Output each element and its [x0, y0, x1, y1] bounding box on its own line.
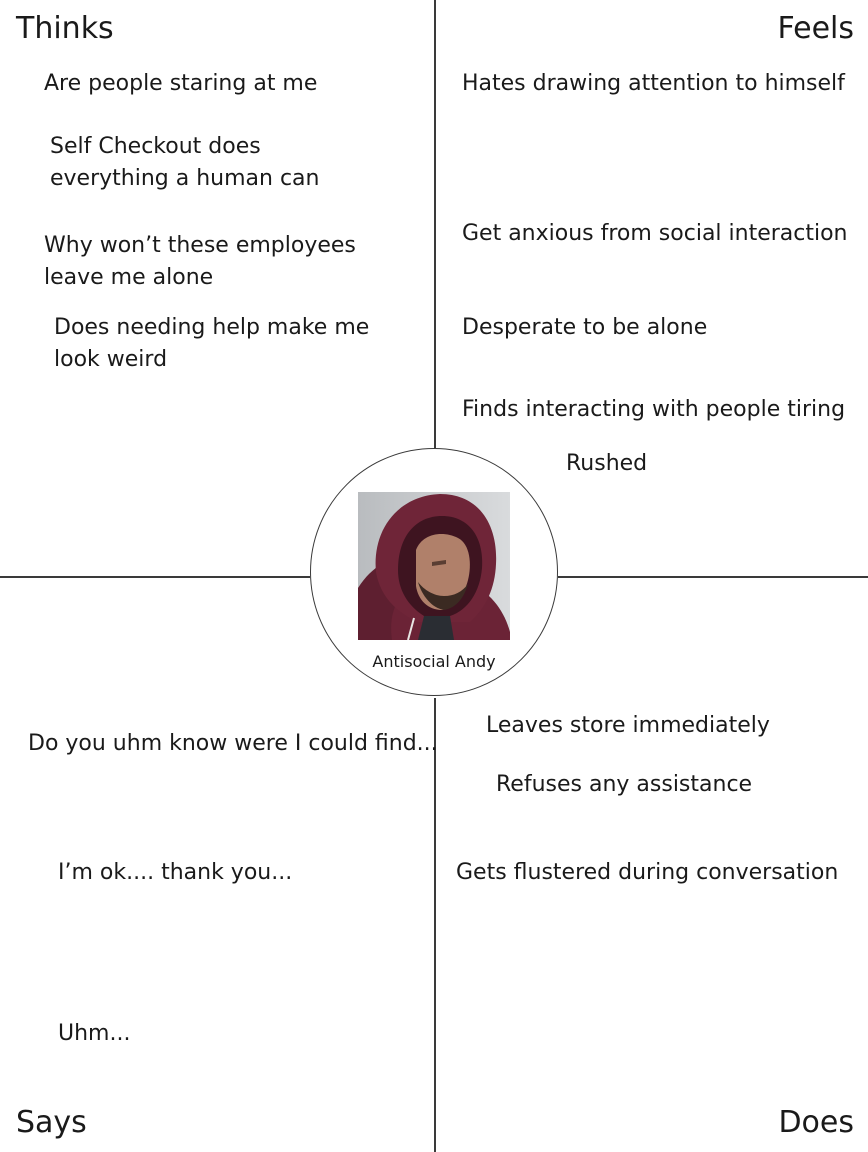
- quadrant-title-says: Says: [16, 1105, 87, 1140]
- quadrant-title-feels: Feels: [777, 11, 855, 46]
- thinks-note: Does needing help make me: [54, 315, 370, 340]
- thinks-note: Are people staring at me: [44, 71, 318, 96]
- thinks-note: Self Checkout does: [50, 134, 261, 159]
- does-note: Leaves store immediately: [486, 713, 770, 738]
- persona-name: Antisocial Andy: [372, 652, 496, 671]
- divider-horizontal-left: [0, 576, 310, 578]
- divider-vertical-top: [434, 0, 436, 448]
- thinks-note: Why won’t these employees: [44, 233, 356, 258]
- says-note: Do you uhm know were I could find...: [28, 731, 438, 756]
- quadrant-title-does: Does: [778, 1105, 854, 1140]
- quadrant-title-thinks: Thinks: [16, 11, 114, 46]
- feels-note: Get anxious from social interaction: [462, 221, 848, 246]
- feels-note: Rushed: [566, 451, 648, 476]
- says-note: Uhm...: [58, 1021, 131, 1046]
- does-note: Refuses any assistance: [496, 772, 753, 797]
- hooded-man-avatar: [358, 492, 510, 640]
- thinks-note: everything a human can: [50, 166, 320, 191]
- says-note: I’m ok.... thank you...: [58, 860, 293, 885]
- persona-photo: [358, 492, 510, 640]
- feels-note: Hates drawing attention to himself: [462, 71, 845, 96]
- divider-vertical-bottom: [434, 698, 436, 1152]
- divider-horizontal-right: [558, 576, 868, 578]
- thinks-note: look weird: [54, 347, 168, 372]
- does-note: Gets flustered during conversation: [456, 860, 839, 885]
- thinks-note: leave me alone: [44, 265, 214, 290]
- feels-note: Desperate to be alone: [462, 315, 708, 340]
- feels-note: Finds interacting with people tiring: [462, 397, 846, 422]
